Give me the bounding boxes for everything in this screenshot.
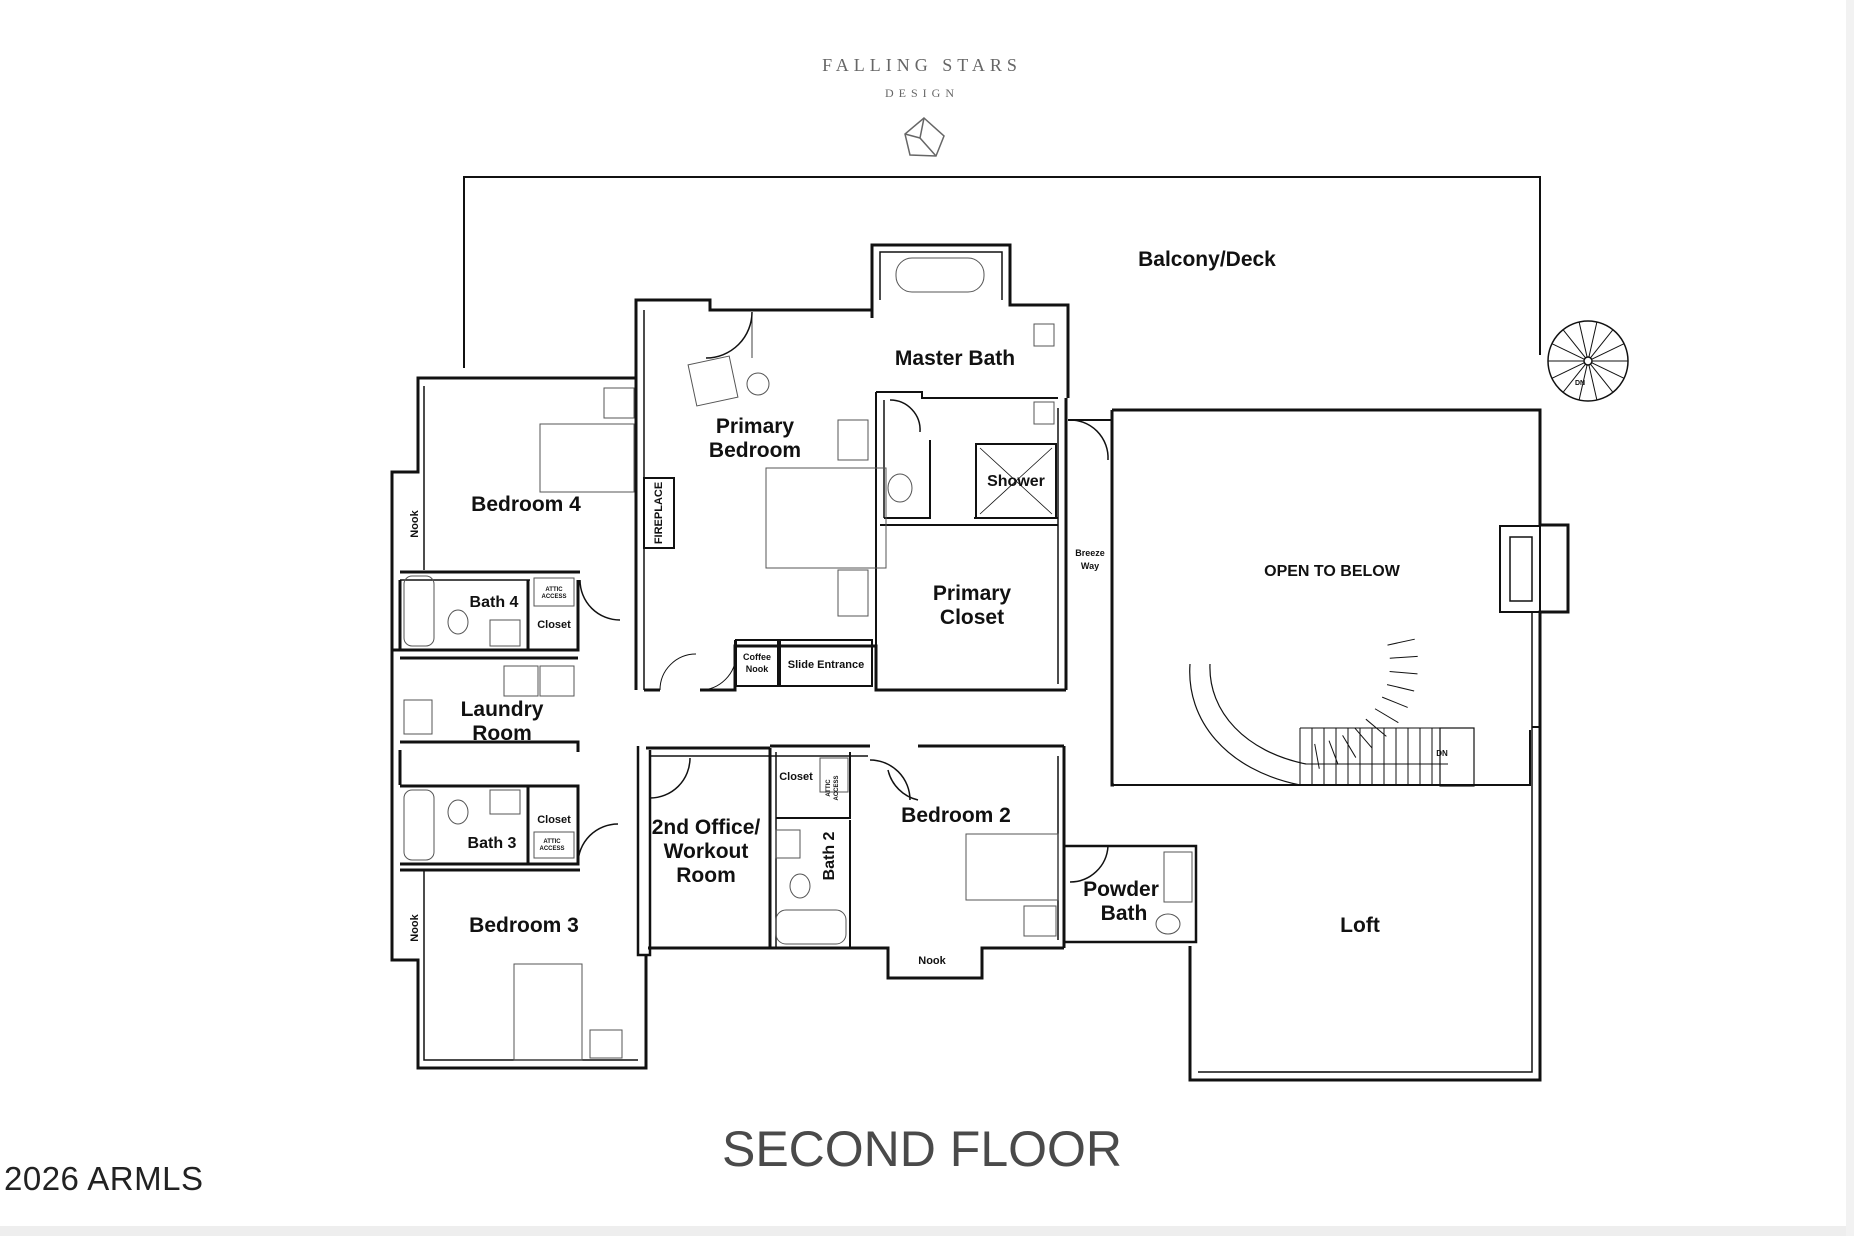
label-nook-bed2: Nook xyxy=(918,955,946,967)
label-bath-4: Bath 4 xyxy=(470,594,519,611)
label-nook-lower: Nook xyxy=(409,913,421,941)
label-primary-bedroom-1: Primary xyxy=(716,415,795,438)
stair-tread-curved xyxy=(1314,743,1320,769)
staircase xyxy=(1189,663,1475,787)
room-labels: Balcony/Deck Master Bath Primary Bedroom… xyxy=(409,248,1585,967)
brand-name: FALLING STARS xyxy=(822,55,1022,75)
label-attic-3b: ACCESS xyxy=(834,775,840,800)
spiral-spoke xyxy=(1591,362,1625,379)
spiral-spoke xyxy=(1590,363,1614,393)
label-laundry-2: Room xyxy=(472,722,532,745)
spiral-spokes xyxy=(1548,321,1628,401)
label-nook-upper: Nook xyxy=(409,509,421,537)
right-border xyxy=(1846,0,1854,1236)
door-swings xyxy=(577,311,1109,883)
spiral-spoke xyxy=(1588,321,1598,358)
label-primary-bedroom-2: Bedroom xyxy=(709,439,801,462)
label-attic-2b: ACCESS xyxy=(539,846,564,852)
label-slide-entrance: Slide Entrance xyxy=(788,659,864,671)
label-coffee-1: Coffee xyxy=(743,652,771,662)
label-bedroom-2: Bedroom 2 xyxy=(901,804,1011,827)
walls xyxy=(390,176,1570,1082)
bottom-border xyxy=(0,1226,1854,1236)
stair-tread-curved xyxy=(1389,655,1418,659)
label-stair-down: DN xyxy=(1436,749,1448,758)
label-breeze-2: Way xyxy=(1081,561,1099,571)
fixtures xyxy=(403,257,1193,1061)
stair-tread-curved xyxy=(1328,740,1339,765)
brand-tagline: DESIGN xyxy=(885,86,959,100)
stair-tread-curved xyxy=(1381,696,1408,708)
label-loft: Loft xyxy=(1340,914,1380,937)
stair-tread-curved xyxy=(1387,638,1415,646)
stair-tread-curved xyxy=(1389,670,1418,675)
label-closet-bath3: Closet xyxy=(537,814,571,826)
brand-logo-icon xyxy=(904,117,945,157)
label-fireplace: FIREPLACE xyxy=(653,482,665,544)
spiral-spoke xyxy=(1591,343,1625,360)
label-shower: Shower xyxy=(987,473,1045,490)
label-bedroom-4: Bedroom 4 xyxy=(471,493,581,516)
label-office-3: Room xyxy=(676,864,736,887)
label-attic-2a: ATTIC xyxy=(543,839,561,845)
label-office-1: 2nd Office/ xyxy=(652,816,761,839)
label-powder-1: Powder xyxy=(1083,878,1159,901)
stair-tread-curved xyxy=(1374,708,1399,724)
floor-title: SECOND FLOOR xyxy=(721,1121,1123,1177)
spiral-spoke xyxy=(1578,321,1588,358)
stair-tread-curved xyxy=(1365,718,1387,737)
spiral-spoke xyxy=(1551,343,1585,360)
label-closet-bath4: Closet xyxy=(537,619,571,631)
spiral-spoke xyxy=(1578,364,1588,401)
mls-watermark: 2026 ARMLS xyxy=(4,1160,204,1197)
spiral-spoke xyxy=(1562,329,1586,359)
label-spiral-down: DN xyxy=(1575,380,1585,387)
label-attic-1a: ATTIC xyxy=(545,587,563,593)
label-attic-3a: ATTIC xyxy=(826,779,832,797)
stair-tread-curved xyxy=(1386,684,1415,692)
spiral-spoke xyxy=(1588,364,1598,401)
label-bath-2: Bath 2 xyxy=(821,831,838,880)
label-powder-2: Bath xyxy=(1101,902,1148,925)
label-attic-1b: ACCESS xyxy=(541,594,566,600)
label-closet-bed2: Closet xyxy=(779,771,813,783)
spiral-spoke xyxy=(1590,329,1614,359)
label-breeze-1: Breeze xyxy=(1075,548,1105,558)
spiral-spoke xyxy=(1551,362,1585,379)
label-master-bath: Master Bath xyxy=(895,347,1015,370)
stair-treads xyxy=(1299,638,1433,785)
label-primary-closet-2: Closet xyxy=(940,606,1004,629)
label-balcony: Balcony/Deck xyxy=(1138,248,1276,271)
spiral-spoke xyxy=(1562,363,1586,393)
stair-tread-curved xyxy=(1354,727,1373,749)
label-coffee-2: Nook xyxy=(746,664,769,674)
label-open-to-below: OPEN TO BELOW xyxy=(1264,563,1401,580)
label-office-2: Workout xyxy=(664,840,749,863)
label-bath-3: Bath 3 xyxy=(468,835,517,852)
label-laundry-1: Laundry xyxy=(461,698,544,721)
stair-tread-curved xyxy=(1342,735,1357,758)
label-bedroom-3: Bedroom 3 xyxy=(469,914,579,937)
label-primary-closet-1: Primary xyxy=(933,582,1012,605)
